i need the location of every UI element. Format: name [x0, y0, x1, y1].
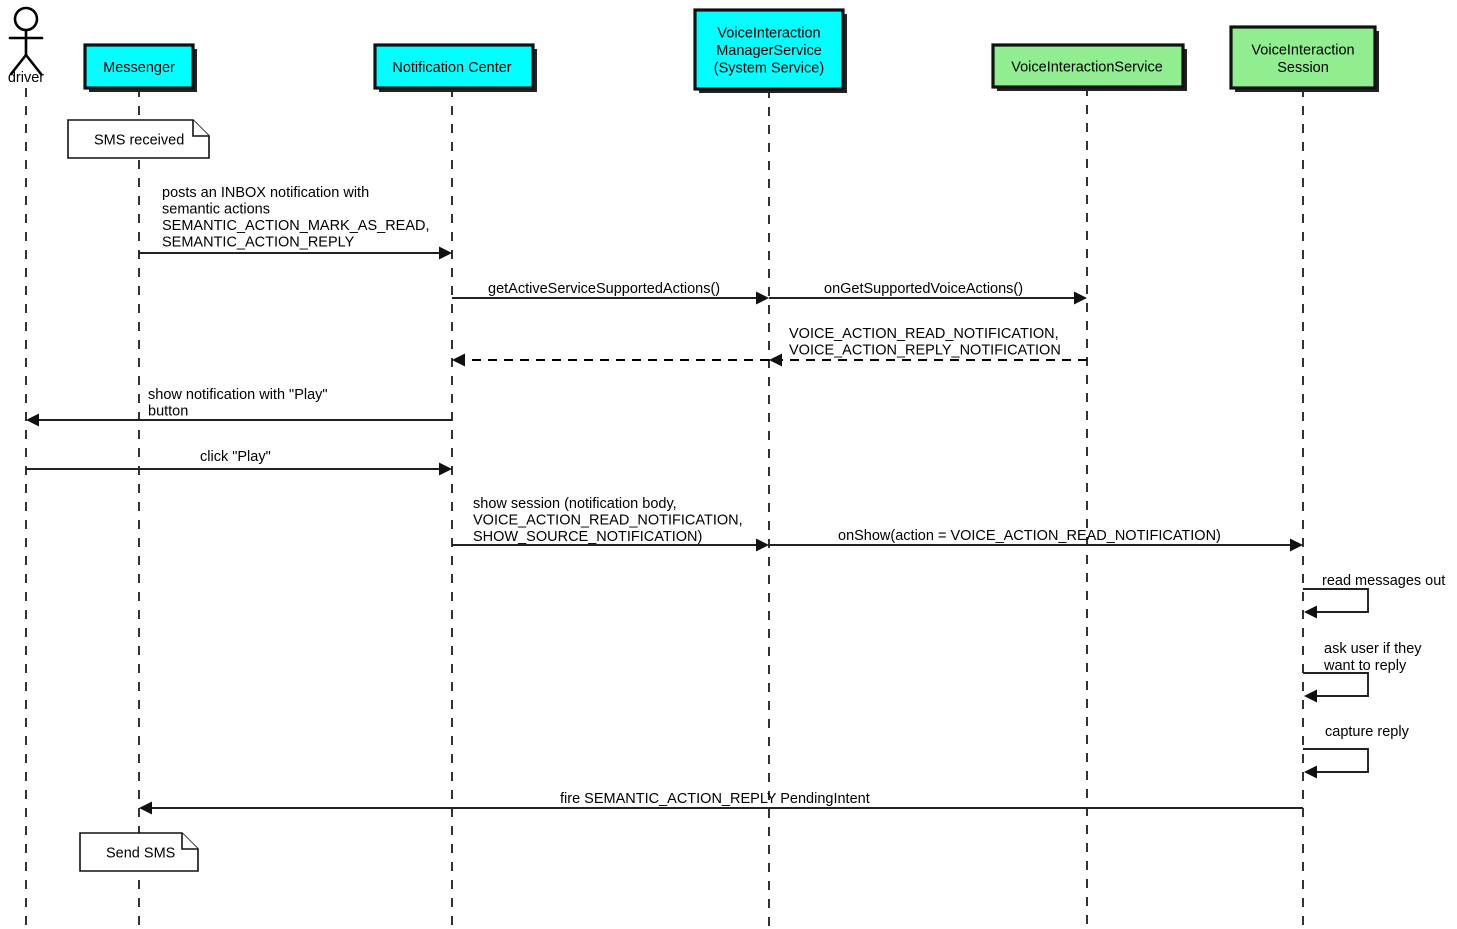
participant-label-voice-interaction-manager-service: ManagerService	[716, 43, 822, 59]
message-msg-click-play[interactable]: click "Play"	[26, 449, 452, 476]
message-label: VOICE_ACTION_READ_NOTIFICATION,	[473, 513, 743, 529]
self-message-self-read-messages-out[interactable]: read messages out	[1303, 573, 1445, 619]
self-message-label: capture reply	[1325, 724, 1410, 740]
participant-label-voice-interaction-session: Session	[1277, 60, 1329, 76]
message-msg-return-voice-actions-2[interactable]	[452, 353, 769, 367]
note-fold-icon	[192, 120, 209, 137]
message-label: posts an INBOX notification with	[162, 185, 369, 201]
note-note-send-sms: Send SMS	[79, 832, 199, 872]
participant-box-fill	[991, 43, 1185, 89]
message-label: SEMANTIC_ACTION_MARK_AS_READ,	[162, 218, 430, 234]
arrow-head-icon	[139, 801, 152, 815]
participant-boxes-layer: Messenger Notification Center VoiceInterac…	[83, 8, 1379, 93]
message-msg-show-notification-play[interactable]: show notification with "Play"button	[26, 387, 452, 427]
participant-box-fill	[1229, 25, 1377, 90]
participant-box-fill	[373, 43, 535, 90]
arrow-head-icon	[439, 462, 452, 476]
message-label: show notification with "Play"	[148, 387, 328, 403]
self-message-path	[1303, 748, 1369, 773]
note-text: SMS received	[94, 133, 184, 149]
actor-label-driver: driver	[8, 70, 44, 86]
messages-layer: posts an INBOX notification withsemantic…	[26, 185, 1303, 815]
arrow-head-icon	[26, 413, 39, 427]
actor-left-leg-icon	[9, 53, 28, 76]
message-msg-fire-pending-intent[interactable]: fire SEMANTIC_ACTION_REPLY PendingIntent	[139, 791, 1303, 815]
self-message-label: want to reply	[1323, 658, 1407, 674]
self-message-path	[1303, 588, 1369, 613]
participant-box-notification-center[interactable]: Notification Center	[373, 43, 537, 92]
arrow-head-icon	[1304, 689, 1317, 703]
message-msg-post-inbox-notification[interactable]: posts an INBOX notification withsemantic…	[139, 185, 452, 260]
actor-head-icon	[13, 6, 39, 32]
message-label: VOICE_ACTION_REPLY_NOTIFICATION	[789, 343, 1061, 359]
participant-label-voice-interaction-manager-service: VoiceInteraction	[717, 26, 820, 42]
arrow-head-icon	[756, 538, 769, 552]
arrow-head-icon	[1304, 765, 1317, 779]
arrow-head-icon	[439, 246, 452, 260]
participant-label-messenger: Messenger	[103, 60, 175, 76]
lifelines-layer	[25, 87, 1304, 929]
note-text: Send SMS	[106, 846, 175, 862]
self-message-path	[1303, 672, 1369, 697]
note-note-sms-received: SMS received	[67, 119, 210, 159]
message-label: onGetSupportedVoiceActions()	[824, 281, 1023, 297]
actors-layer: driver	[8, 6, 44, 86]
message-label: semantic actions	[162, 202, 270, 218]
participant-box-fill	[83, 43, 195, 90]
participant-label-voice-interaction-service: VoiceInteractionService	[1011, 60, 1163, 76]
arrow-head-icon	[1304, 605, 1317, 619]
participant-label-voice-interaction-session: VoiceInteraction	[1251, 42, 1354, 58]
participant-box-fill	[693, 8, 845, 91]
message-label: getActiveServiceSupportedActions()	[488, 281, 720, 297]
message-label: button	[148, 404, 188, 420]
arrow-head-icon	[452, 353, 465, 367]
arrow-head-icon	[1074, 291, 1087, 305]
note-fold-icon	[181, 833, 198, 850]
message-label: fire SEMANTIC_ACTION_REPLY PendingIntent	[560, 791, 870, 807]
actor-driver: driver	[8, 6, 44, 86]
message-label: SHOW_SOURCE_NOTIFICATION)	[473, 529, 702, 545]
participant-label-voice-interaction-manager-service: (System Service)	[714, 61, 824, 77]
arrow-head-icon	[769, 353, 782, 367]
self-message-self-capture-reply[interactable]: capture reply	[1303, 724, 1410, 779]
message-label: click "Play"	[200, 449, 271, 465]
message-msg-show-session[interactable]: show session (notification body,VOICE_AC…	[452, 496, 769, 552]
message-label: show session (notification body,	[473, 496, 677, 512]
message-msg-return-voice-actions[interactable]: VOICE_ACTION_READ_NOTIFICATION,VOICE_ACT…	[769, 326, 1087, 367]
message-msg-get-active-service-supported-actions[interactable]: getActiveServiceSupportedActions()	[452, 281, 769, 305]
self-message-label: ask user if they	[1324, 641, 1422, 657]
message-msg-on-show[interactable]: onShow(action = VOICE_ACTION_READ_NOTIFI…	[769, 528, 1303, 552]
actor-right-leg-icon	[24, 53, 43, 76]
message-label: SEMANTIC_ACTION_REPLY	[162, 235, 355, 251]
note-body-shape	[67, 119, 210, 159]
participant-label-notification-center: Notification Center	[392, 60, 511, 76]
participant-box-messenger[interactable]: Messenger	[83, 43, 197, 92]
message-msg-on-get-supported-voice-actions[interactable]: onGetSupportedVoiceActions()	[769, 281, 1087, 305]
arrow-head-icon	[1290, 538, 1303, 552]
arrow-head-icon	[756, 291, 769, 305]
participant-box-voice-interaction-service[interactable]: VoiceInteractionService	[991, 43, 1187, 91]
note-body-shape	[79, 832, 199, 872]
message-label: onShow(action = VOICE_ACTION_READ_NOTIFI…	[838, 528, 1221, 544]
self-message-label: read messages out	[1322, 573, 1445, 589]
message-label: VOICE_ACTION_READ_NOTIFICATION,	[789, 326, 1059, 342]
